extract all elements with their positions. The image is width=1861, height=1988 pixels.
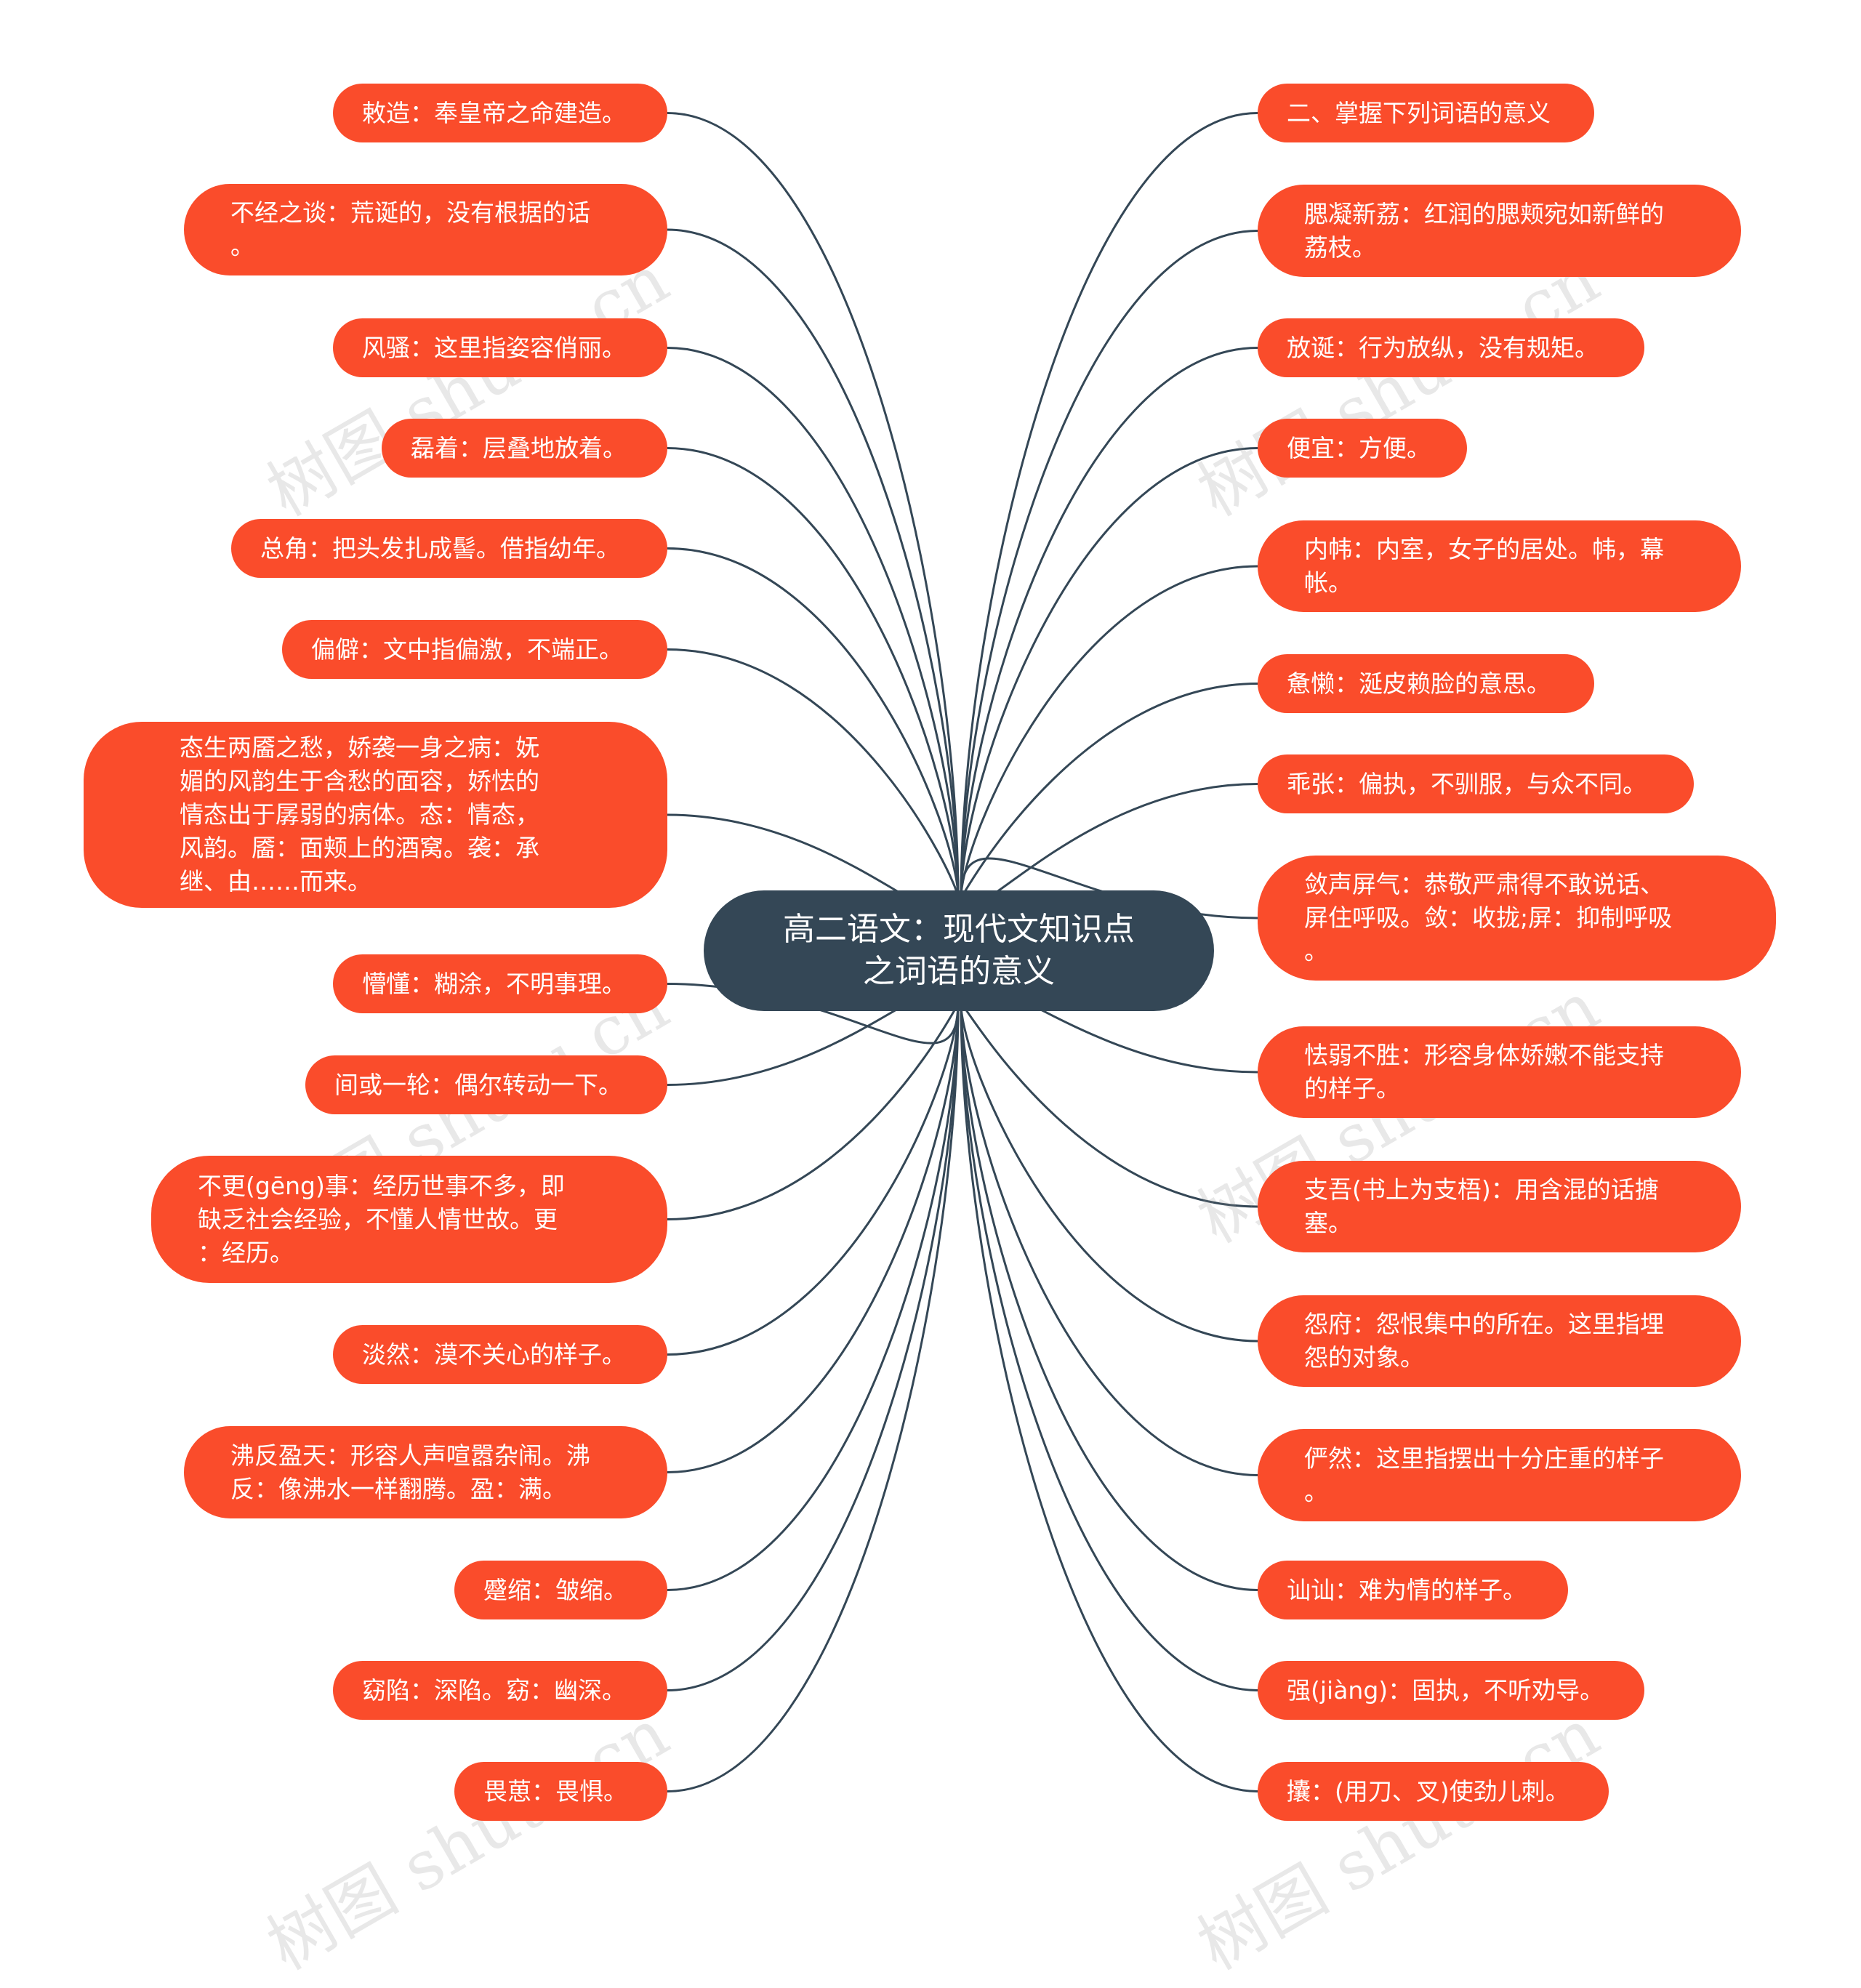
root-topic-label: 高二语文：现代文知识点 之词语的意义 — [783, 911, 1135, 990]
connector-line — [667, 1003, 960, 1792]
connector-line — [667, 447, 960, 898]
right-topic-node[interactable]: 放诞：行为放纵，没有规矩。 — [1258, 318, 1644, 377]
right-topic-node[interactable]: 敛声屏气：恭敬严肃得不敢说话、 屏住呼吸。敛：收拢;屏：抑制呼吸 。 — [1258, 856, 1776, 981]
left-topic-node[interactable]: 窈陷：深陷。窈：幽深。 — [333, 1661, 667, 1720]
right-topic-label: 怨府：怨恨集中的所在。这里指埋 怨的对象。 — [1304, 1310, 1664, 1372]
left-topic-node[interactable]: 间或一轮：偶尔转动一下。 — [305, 1055, 667, 1114]
left-topic-node[interactable]: 风骚：这里指姿容俏丽。 — [333, 318, 667, 377]
right-topic-node[interactable]: 腮凝新荔：红润的腮颊宛如新鲜的 荔枝。 — [1258, 185, 1741, 277]
connector-line — [667, 1003, 960, 1473]
left-topic-node[interactable]: 磊着：层叠地放着。 — [382, 419, 667, 478]
left-topic-label: 敕造：奉皇帝之命建造。 — [362, 98, 626, 127]
left-topic-node[interactable]: 不经之谈：荒诞的，没有根据的话 。 — [184, 184, 667, 275]
right-topic-label: 讪讪：难为情的样子。 — [1287, 1575, 1527, 1604]
right-topic-node[interactable]: 怯弱不胜：形容身体娇嫩不能支持 的样子。 — [1258, 1026, 1741, 1118]
left-topic-label: 淡然：漠不关心的样子。 — [362, 1340, 626, 1369]
connector-line — [667, 1002, 960, 1220]
connector-line — [960, 683, 1258, 899]
left-topic-label: 不更(gēng)事：经历世事不多，即 缺乏社会经验，不懂人情世故。更 ：经历。 — [198, 1171, 565, 1267]
right-topic-label: 便宜：方便。 — [1287, 433, 1431, 462]
connector-line — [667, 112, 960, 898]
right-topic-label: 惫懒：涎皮赖脸的意思。 — [1287, 669, 1551, 698]
left-topic-node[interactable]: 态生两靥之愁，娇袭一身之病：妩 媚的风韵生于含愁的面容，娇怯的 情态出于孱弱的病… — [84, 722, 667, 908]
left-topic-label: 态生两靥之愁，娇袭一身之病：妩 媚的风韵生于含愁的面容，娇怯的 情态出于孱弱的病… — [180, 733, 539, 896]
connector-line — [960, 112, 1258, 898]
connector-line — [960, 1003, 1258, 1343]
connector-line — [960, 447, 1258, 898]
connector-line — [667, 347, 960, 898]
left-topic-label: 间或一轮：偶尔转动一下。 — [334, 1070, 622, 1099]
connector-line — [960, 1003, 1258, 1691]
right-topic-node[interactable]: 二、掌握下列词语的意义 — [1258, 84, 1594, 142]
left-topic-node[interactable]: 偏僻：文中指偏激，不端正。 — [282, 620, 667, 679]
right-topic-label: 攮：(用刀、叉)使劲儿刺。 — [1287, 1776, 1569, 1806]
connector-line — [960, 1002, 1258, 1208]
connector-layer — [667, 112, 1258, 1792]
left-topic-label: 磊着：层叠地放着。 — [411, 433, 627, 462]
left-topic-label: 蹙缩：皱缩。 — [483, 1575, 627, 1604]
left-topic-label: 偏僻：文中指偏激，不端正。 — [311, 635, 623, 664]
left-topic-label: 沸反盈天：形容人声喧嚣杂闹。沸 反：像沸水一样翻腾。盈：满。 — [230, 1441, 590, 1503]
left-topic-node[interactable]: 淡然：漠不关心的样子。 — [333, 1325, 667, 1384]
connector-line — [960, 230, 1258, 898]
right-topic-node[interactable]: 内帏：内室，女子的居处。帏，幕 帐。 — [1258, 520, 1741, 612]
right-topic-label: 乖张：偏执，不驯服，与众不同。 — [1287, 769, 1647, 798]
left-topic-label: 懵懂：糊涂，不明事理。 — [362, 969, 626, 998]
left-topic-node[interactable]: 懵懂：糊涂，不明事理。 — [333, 954, 667, 1013]
connector-line — [960, 347, 1258, 898]
connector-line — [667, 228, 960, 898]
right-topic-label: 怯弱不胜：形容身体娇嫩不能支持 的样子。 — [1304, 1041, 1664, 1103]
right-topic-label: 敛声屏气：恭敬严肃得不敢说话、 屏住呼吸。敛：收拢;屏：抑制呼吸 。 — [1304, 870, 1673, 965]
left-topic-label: 窈陷：深陷。窈：幽深。 — [362, 1675, 626, 1705]
left-topic-node[interactable]: 沸反盈天：形容人声喧嚣杂闹。沸 反：像沸水一样翻腾。盈：满。 — [184, 1426, 667, 1518]
root-topic[interactable]: 高二语文：现代文知识点 之词语的意义 — [704, 890, 1214, 1011]
right-topic-node[interactable]: 便宜：方便。 — [1258, 419, 1467, 478]
left-topic-node[interactable]: 蹙缩：皱缩。 — [454, 1561, 667, 1619]
right-topic-node[interactable]: 俨然：这里指摆出十分庄重的样子 。 — [1258, 1429, 1741, 1521]
left-topic-label: 总角：把头发扎成髻。借指幼年。 — [260, 534, 620, 563]
connector-line — [667, 1003, 960, 1591]
right-topic-node[interactable]: 讪讪：难为情的样子。 — [1258, 1561, 1568, 1619]
right-topic-label: 内帏：内室，女子的居处。帏，幕 帐。 — [1304, 535, 1664, 597]
left-topic-label: 风骚：这里指姿容俏丽。 — [362, 333, 626, 362]
connector-line — [667, 1003, 960, 1356]
connector-line — [960, 1003, 1258, 1476]
right-topic-node[interactable]: 乖张：偏执，不驯服，与众不同。 — [1258, 754, 1694, 813]
connector-line — [667, 1003, 960, 1691]
right-topic-node[interactable]: 怨府：怨恨集中的所在。这里指埋 怨的对象。 — [1258, 1295, 1741, 1387]
connector-line — [667, 648, 960, 898]
right-topic-label: 放诞：行为放纵，没有规矩。 — [1287, 333, 1599, 362]
right-topic-label: 腮凝新荔：红润的腮颊宛如新鲜的 荔枝。 — [1304, 199, 1664, 262]
left-topic-node[interactable]: 总角：把头发扎成髻。借指幼年。 — [231, 519, 667, 578]
right-topic-label: 支吾(书上为支梧)：用含混的话搪 塞。 — [1304, 1175, 1659, 1237]
connector-line — [960, 565, 1258, 898]
connector-line — [960, 1003, 1258, 1792]
right-topic-label: 二、掌握下列词语的意义 — [1287, 98, 1551, 127]
right-topic-label: 强(jiàng)：固执，不听劝导。 — [1287, 1675, 1604, 1705]
connector-line — [960, 1003, 1258, 1591]
left-topic-label: 不经之谈：荒诞的，没有根据的话 。 — [230, 198, 590, 260]
right-topic-node[interactable]: 支吾(书上为支梧)：用含混的话搪 塞。 — [1258, 1161, 1741, 1252]
left-topic-node[interactable]: 畏葸：畏惧。 — [454, 1762, 667, 1821]
left-topic-node[interactable]: 敕造：奉皇帝之命建造。 — [333, 84, 667, 142]
connector-line — [667, 547, 960, 898]
left-topic-label: 畏葸：畏惧。 — [483, 1776, 627, 1806]
right-topic-node[interactable]: 惫懒：涎皮赖脸的意思。 — [1258, 654, 1594, 713]
left-topic-node[interactable]: 不更(gēng)事：经历世事不多，即 缺乏社会经验，不懂人情世故。更 ：经历。 — [151, 1156, 667, 1283]
right-topic-node[interactable]: 强(jiàng)：固执，不听劝导。 — [1258, 1661, 1644, 1720]
right-topic-label: 俨然：这里指摆出十分庄重的样子 。 — [1304, 1444, 1664, 1506]
right-topic-node[interactable]: 攮：(用刀、叉)使劲儿刺。 — [1258, 1762, 1609, 1821]
connector-line — [960, 783, 1258, 909]
